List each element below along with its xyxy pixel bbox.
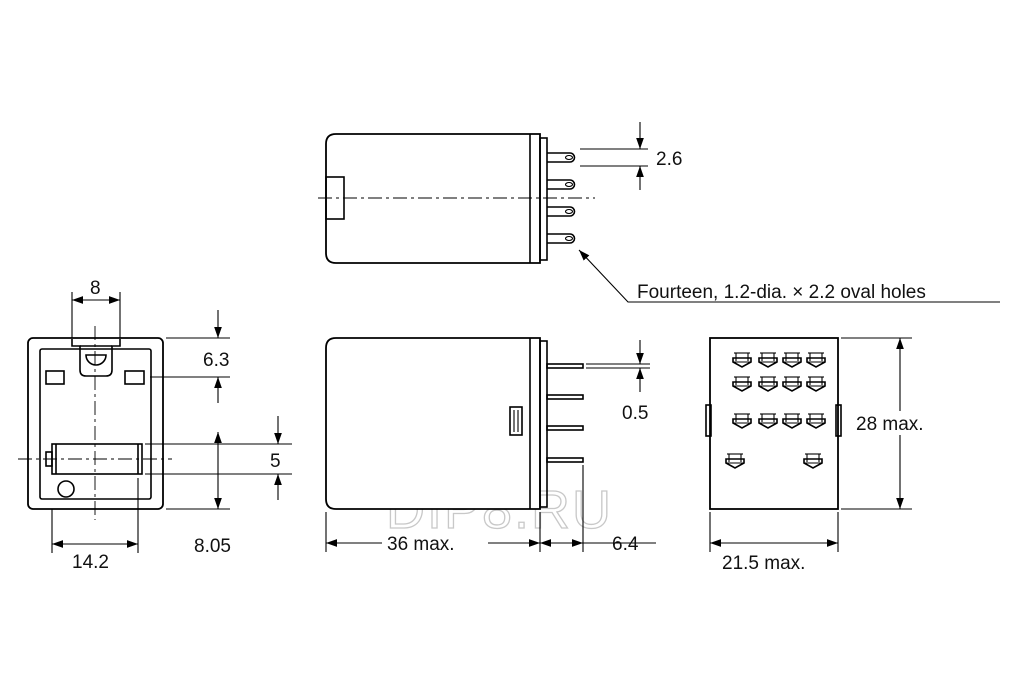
side-view-pins — [546, 363, 584, 463]
dim-coil-height: 5 — [270, 451, 281, 472]
dim-body-length: 36 max. — [387, 534, 455, 555]
top-view-pins — [547, 152, 576, 244]
dim-width: 21.5 max. — [722, 553, 805, 574]
dim-pin-length: 6.4 — [612, 534, 639, 555]
dim-pin-pitch: 2.6 — [656, 149, 682, 170]
side-view: 0.5 36 max. 6.4 — [325, 337, 656, 555]
front-view: 8 6.3 5 8.05 14.2 — [18, 278, 292, 573]
dim-front-pin-spacing: 8 — [90, 278, 101, 299]
dim-front-width: 14.2 — [72, 552, 109, 573]
callout-oval-holes: Fourteen, 1.2-dia. × 2.2 oval holes — [637, 282, 926, 303]
dim-pin-thickness: 0.5 — [622, 403, 648, 424]
bottom-view: 28 max. 21.5 max. — [705, 337, 948, 574]
dim-front-top-offset: 6.3 — [203, 350, 229, 371]
dim-front-bottom-offset: 8.05 — [194, 536, 231, 557]
top-view: 2.6 Fourteen, 1.2-dia. × 2.2 oval holes — [318, 122, 1000, 303]
dim-height: 28 max. — [856, 414, 924, 435]
bottom-view-terminals — [725, 352, 826, 469]
